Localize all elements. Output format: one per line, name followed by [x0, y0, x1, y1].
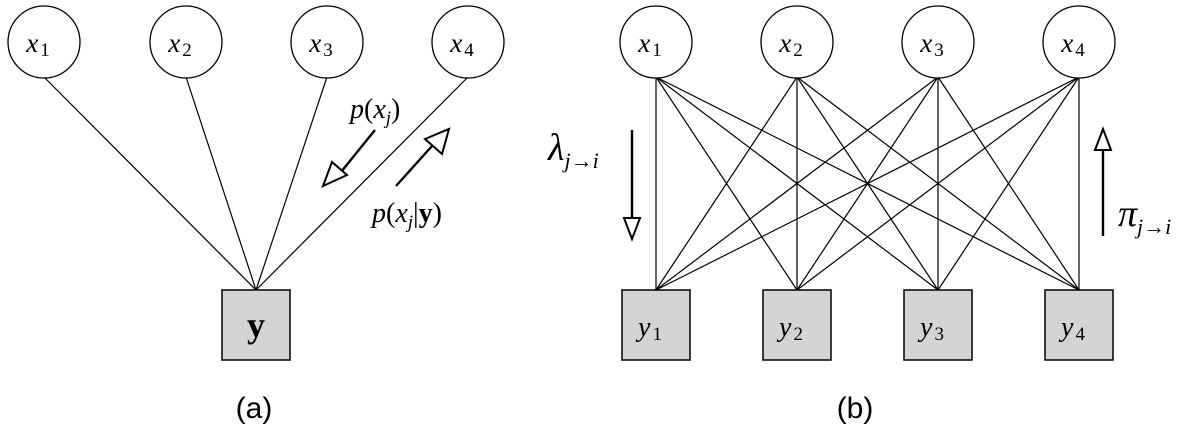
- edge-b-x4-y2: [796, 76, 1080, 291]
- msg-down-arrow: [321, 129, 376, 188]
- msg-up-arrow: [395, 127, 451, 187]
- edge-a-x2-y: [185, 76, 257, 291]
- msg-prior-label: p(xj): [348, 94, 400, 129]
- lambda-down-arrow: [622, 130, 642, 242]
- lambda-message-label: λj→i: [547, 127, 599, 173]
- edge-b-x4-y1: [655, 76, 1080, 291]
- edge-a-x4-y: [255, 76, 469, 291]
- pi-up-arrow: [1093, 126, 1113, 236]
- panel-b-edges: [655, 76, 1080, 291]
- caption-b: (b): [837, 392, 874, 425]
- edge-a-x1-y: [43, 76, 257, 291]
- pi-message-label: πj→i: [1118, 193, 1171, 239]
- edge-a-x3-y: [255, 76, 328, 291]
- panel-a-edges: [43, 76, 469, 291]
- edge-b-x2-y1: [655, 76, 798, 291]
- obs-label: y: [247, 305, 265, 345]
- edge-b-x3-y1: [655, 76, 939, 291]
- edge-b-x4-y3: [937, 76, 1080, 291]
- panel-a-obs-node: y: [221, 289, 291, 361]
- msg-posterior-label: p(xj|y): [370, 198, 442, 233]
- caption-a: (a): [236, 392, 273, 425]
